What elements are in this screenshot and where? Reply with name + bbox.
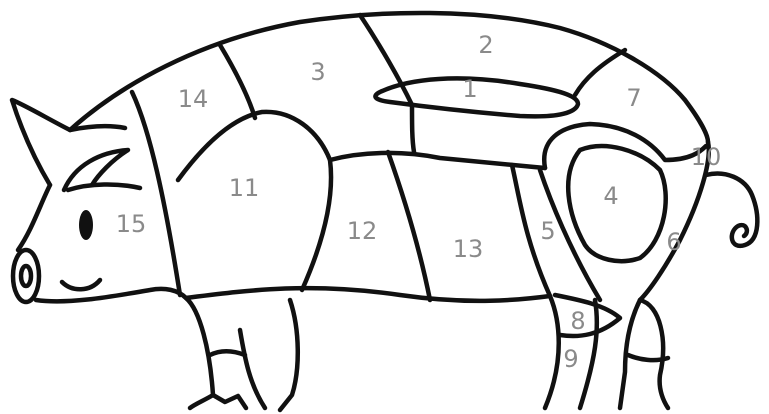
cut-label-12: 12 bbox=[347, 217, 378, 245]
cut-label-13: 13 bbox=[453, 235, 484, 263]
cut-label-3: 3 bbox=[310, 58, 325, 86]
front-leg-rear bbox=[280, 300, 298, 410]
cut-label-10: 10 bbox=[691, 143, 722, 171]
snout bbox=[13, 250, 39, 302]
cut-label-6: 6 bbox=[666, 228, 681, 256]
ear-inner-line bbox=[70, 126, 125, 130]
cut-label-1: 1 bbox=[462, 75, 477, 103]
divider-2-7 bbox=[575, 50, 625, 95]
cut-label-7: 7 bbox=[626, 84, 641, 112]
back-line bbox=[70, 13, 708, 142]
cut-label-11: 11 bbox=[229, 174, 260, 202]
tail bbox=[706, 174, 757, 246]
eyebrow bbox=[68, 184, 140, 190]
cut-label-4: 4 bbox=[603, 182, 618, 210]
hind-leg-left bbox=[545, 296, 559, 408]
hind-leg-band-8 bbox=[555, 295, 620, 336]
front-leg-left bbox=[186, 298, 213, 408]
head-front bbox=[18, 185, 50, 250]
divider-12-13 bbox=[388, 152, 430, 300]
cut-label-14: 14 bbox=[178, 85, 209, 113]
belly-line bbox=[186, 288, 550, 301]
cut-label-2: 2 bbox=[478, 31, 493, 59]
hind-leg-right bbox=[640, 300, 668, 408]
jaw bbox=[36, 289, 186, 302]
cut-divisions bbox=[132, 15, 706, 300]
ear-outline bbox=[12, 100, 70, 185]
divider-ham bbox=[544, 124, 706, 168]
eye bbox=[79, 210, 93, 240]
cut-label-9: 9 bbox=[563, 345, 578, 373]
front-leg-band bbox=[210, 351, 245, 355]
divider-14-3 bbox=[220, 45, 255, 118]
nostril bbox=[21, 266, 31, 286]
front-leg-right bbox=[240, 330, 265, 408]
cut-label-8: 8 bbox=[570, 307, 585, 335]
cut-label-15: 15 bbox=[116, 210, 147, 238]
mouth bbox=[62, 280, 100, 289]
front-leg-hoof bbox=[213, 395, 246, 408]
cut-label-5: 5 bbox=[540, 217, 555, 245]
divider-15-14 bbox=[132, 92, 180, 295]
